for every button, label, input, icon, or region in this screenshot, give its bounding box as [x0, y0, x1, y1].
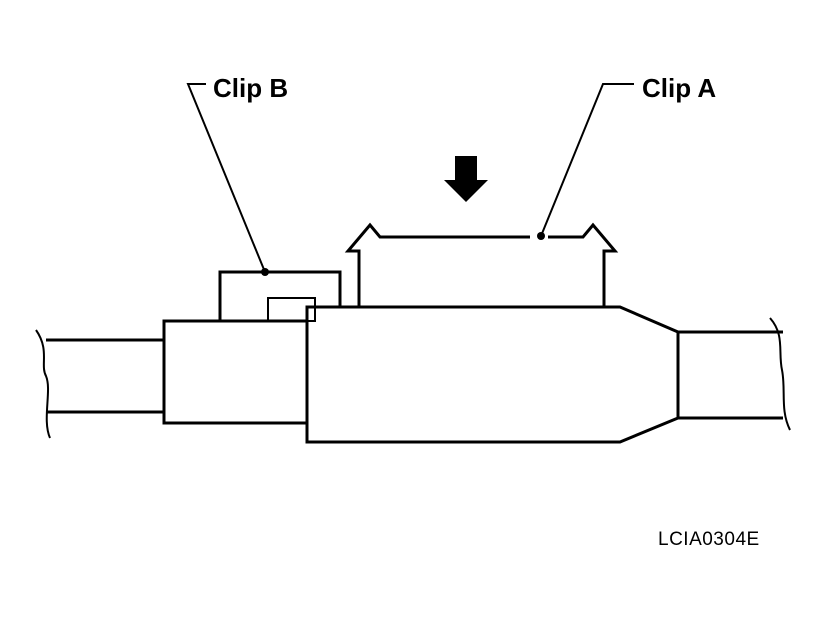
clip-b-leader: [186, 83, 269, 276]
clip-a-label: Clip A: [642, 73, 716, 103]
right-pipe: [678, 317, 791, 431]
left-pipe-break-line: [35, 329, 51, 439]
clip-a-leader: [537, 83, 634, 240]
arrow-down-icon: [444, 156, 488, 202]
clip-a-release-band: [344, 222, 530, 307]
left-pipe: [35, 329, 164, 439]
figure-code: LCIA0304E: [658, 529, 760, 550]
clip-b-body: [162, 270, 342, 425]
clip-b-label: Clip B: [213, 73, 288, 103]
right-pipe-break-line: [769, 317, 791, 431]
clip-a-body: [305, 222, 680, 444]
